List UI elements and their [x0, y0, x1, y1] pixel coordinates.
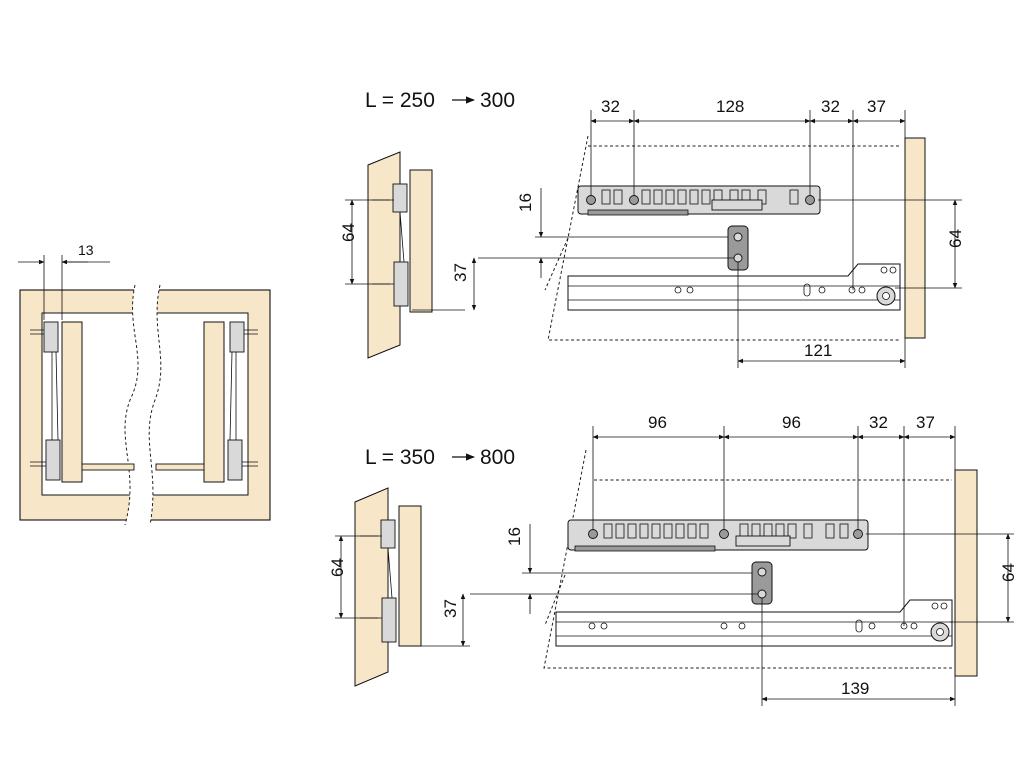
rail-small-length: 121 — [804, 341, 832, 360]
section-large-title: L = 350 — [365, 446, 435, 469]
top-large-d2: 96 — [782, 413, 801, 432]
top-small-height: 16 — [516, 193, 535, 212]
side-small-height-label: 64 — [339, 223, 358, 242]
top-view-small: 32 128 32 37 16 64 121 — [478, 97, 965, 368]
rail-large-length: 139 — [841, 679, 869, 698]
side-view-small: 64 37 — [339, 151, 477, 359]
top-small-d4: 37 — [867, 97, 886, 116]
coupling-slots-small — [601, 189, 799, 205]
section-small-title: L = 250 — [365, 89, 435, 112]
top-small-d3: 32 — [821, 97, 840, 116]
top-large-d3: 32 — [869, 413, 888, 432]
top-small-d2: 128 — [716, 97, 744, 116]
section-large: L = 350 800 64 37 — [328, 413, 1018, 706]
rail-large-height: 64 — [999, 563, 1018, 582]
front-dimension-label: 13 — [78, 242, 94, 258]
side-view-large: 64 37 — [328, 487, 470, 687]
side-small-offset-label: 37 — [451, 263, 470, 282]
rail-small-height: 64 — [946, 229, 965, 248]
section-small-title-target: 300 — [480, 89, 515, 112]
side-large-height-label: 64 — [328, 558, 347, 577]
section-small: L = 250 300 64 37 — [339, 89, 965, 368]
front-view: 13 — [18, 242, 271, 526]
top-view-large: 96 96 32 37 16 64 139 — [470, 413, 1018, 706]
side-large-offset-label: 37 — [441, 599, 460, 618]
top-large-d1: 96 — [648, 413, 667, 432]
top-large-d4: 37 — [916, 413, 935, 432]
section-large-title-target: 800 — [480, 446, 515, 469]
top-large-height: 16 — [505, 527, 524, 546]
top-small-d1: 32 — [601, 97, 620, 116]
